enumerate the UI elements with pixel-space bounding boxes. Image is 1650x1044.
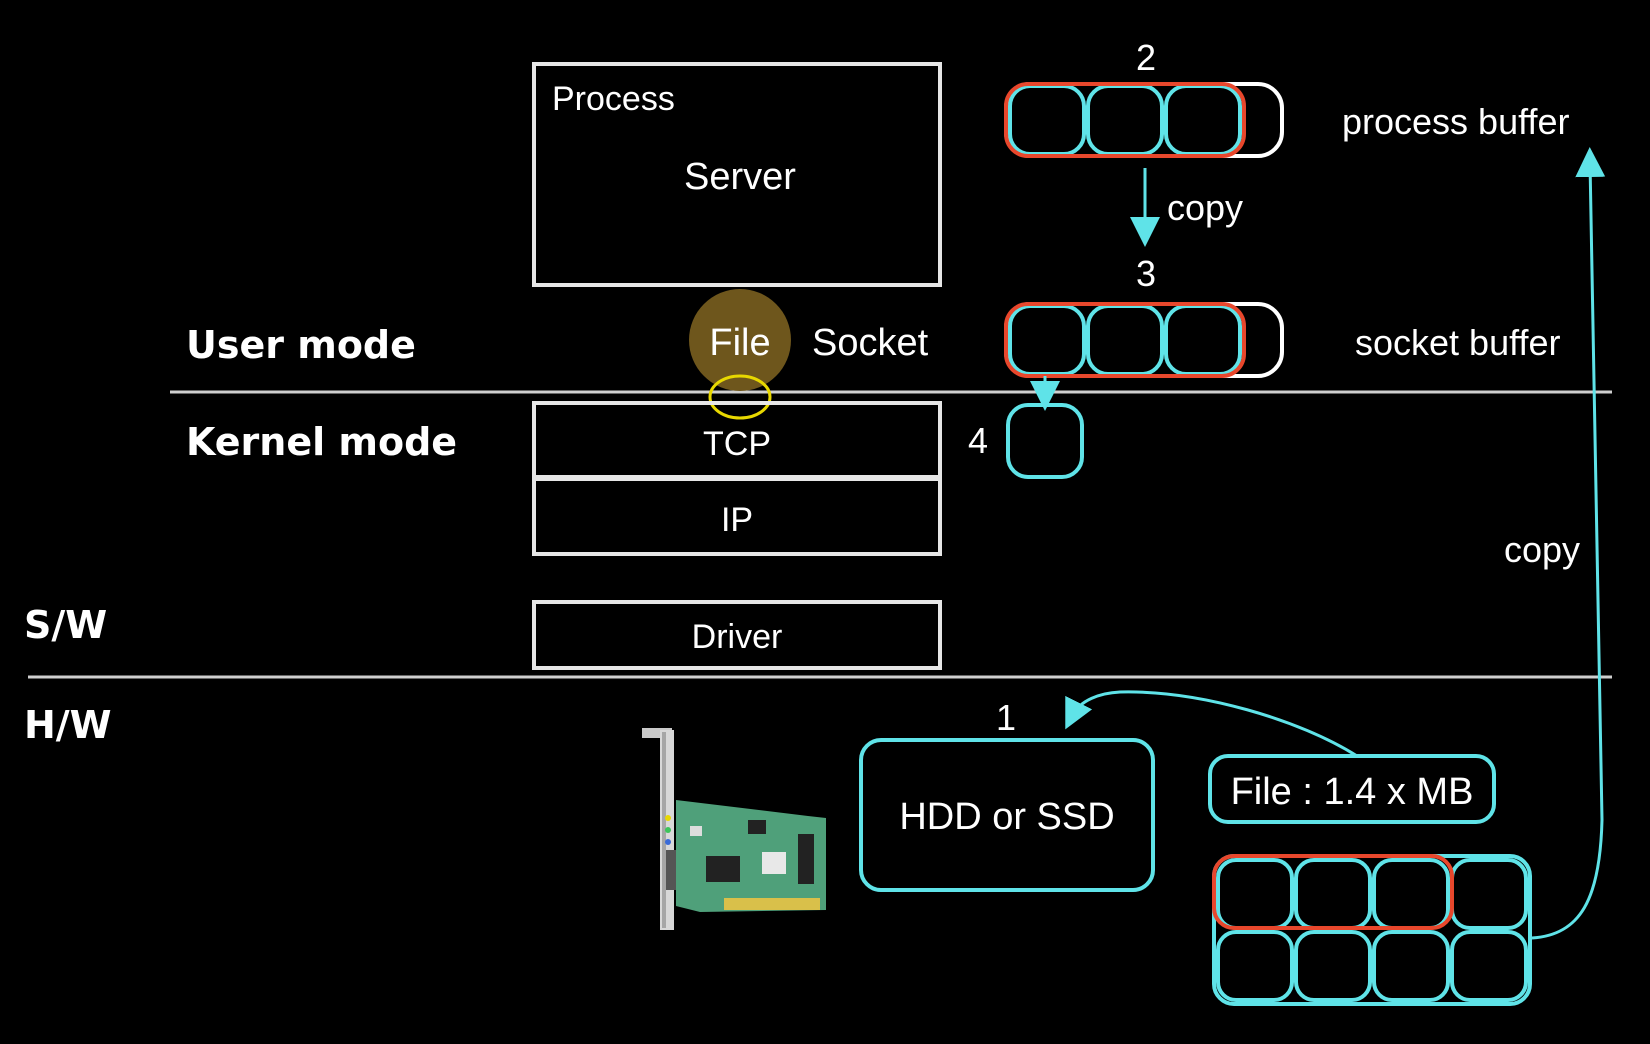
socket-label: Socket bbox=[812, 322, 929, 364]
file-block bbox=[1216, 930, 1294, 1002]
file-block bbox=[1216, 858, 1294, 930]
step-4-label: 4 bbox=[968, 420, 988, 461]
driver-label: Driver bbox=[692, 618, 783, 656]
file-block bbox=[1372, 930, 1450, 1002]
step-1-label: 1 bbox=[996, 697, 1016, 738]
file-size-box bbox=[1208, 754, 1496, 824]
driver-box bbox=[532, 600, 942, 670]
sw-label: S/W bbox=[24, 603, 107, 647]
copy-label-right: copy bbox=[1504, 529, 1580, 570]
file-to-process-buffer-arrow bbox=[1531, 147, 1606, 940]
file-block bbox=[1294, 858, 1372, 930]
process-buffer-filled-region bbox=[1004, 82, 1246, 158]
process-buffer-label: process buffer bbox=[1342, 101, 1569, 142]
step-2-label: 2 bbox=[1136, 37, 1156, 78]
file-socket-ring bbox=[708, 374, 772, 420]
kernel-mode-label: Kernel mode bbox=[186, 420, 457, 464]
socket-buffer-cell bbox=[1164, 304, 1242, 376]
hdd-box bbox=[859, 738, 1155, 892]
file-label: File bbox=[709, 322, 770, 364]
tcp-segment-cell bbox=[1006, 403, 1084, 479]
file-block bbox=[1450, 858, 1528, 930]
copy-label-top: copy bbox=[1167, 187, 1243, 228]
socket-buffer-cell bbox=[1086, 304, 1164, 376]
process-buffer-cell bbox=[1086, 84, 1164, 156]
tcp-label: TCP bbox=[703, 425, 771, 463]
file-blocks-read-region bbox=[1212, 854, 1454, 930]
process-label: Process bbox=[552, 80, 675, 118]
socket-buffer-label: socket buffer bbox=[1355, 322, 1560, 363]
network-interface-card-icon bbox=[642, 728, 826, 930]
file-block bbox=[1294, 930, 1372, 1002]
file-to-disk-arrow bbox=[1065, 690, 1358, 758]
process-box bbox=[532, 62, 942, 287]
ip-label: IP bbox=[721, 501, 753, 539]
process-buffer-cell bbox=[1008, 84, 1086, 156]
file-size-label: File : 1.4 x MB bbox=[1231, 771, 1474, 813]
socket-buffer-filled-region bbox=[1004, 302, 1246, 378]
file-block bbox=[1372, 858, 1450, 930]
process-buffer-cell bbox=[1164, 84, 1242, 156]
ip-box bbox=[532, 477, 942, 556]
file-highlight bbox=[689, 289, 791, 391]
hw-label: H/W bbox=[24, 703, 112, 747]
user-mode-label: User mode bbox=[186, 323, 416, 367]
socket-buffer-cell bbox=[1008, 304, 1086, 376]
file-block bbox=[1450, 930, 1528, 1002]
hdd-label: HDD or SSD bbox=[899, 796, 1114, 838]
server-label: Server bbox=[684, 156, 796, 198]
step-3-label: 3 bbox=[1136, 253, 1156, 294]
